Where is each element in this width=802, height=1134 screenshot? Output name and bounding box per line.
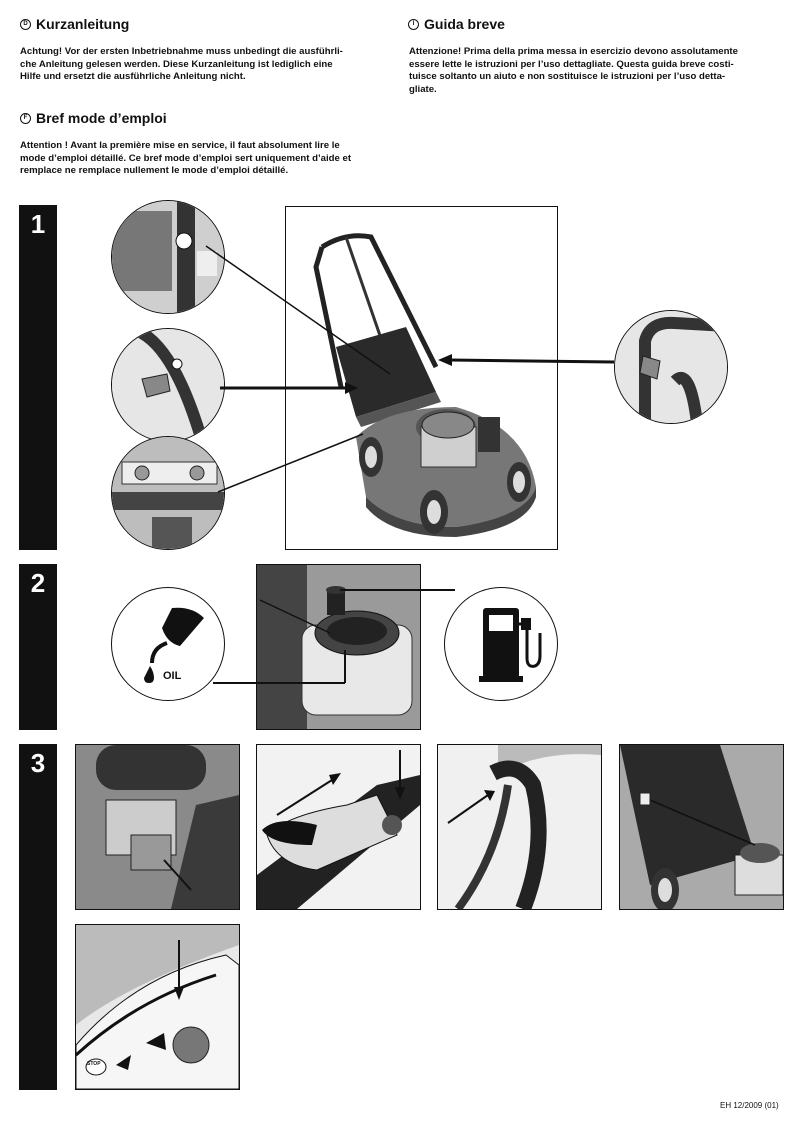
paragraph-fr: Attention ! Avant la première mise en se… <box>20 140 400 178</box>
engine-photo <box>256 564 421 730</box>
oil-drop-icon <box>144 666 154 683</box>
paragraph-line: Achtung! Vor der ersten Inbetriebnahme m… <box>20 46 343 57</box>
detail-cable-clip <box>111 200 225 314</box>
oil-can-icon <box>162 607 204 646</box>
step3-photo-mower-top <box>619 744 784 910</box>
step-number-1: 1 <box>30 209 46 239</box>
step-bar-3: 3 <box>19 744 57 1090</box>
step3-photo-throttle <box>75 744 240 910</box>
heading-it-text: Guida breve <box>424 16 505 32</box>
paragraph-line: remplace ne remplace nullement le mode d… <box>20 165 289 177</box>
step-number-3: 3 <box>30 748 46 778</box>
paragraph-line: essere lette le istruzioni per l’uso det… <box>409 58 734 70</box>
heading-it: I Guida breve <box>408 16 505 32</box>
detail-handle-knob <box>111 328 225 442</box>
step3-photo-throttle-closeup: STOP <box>75 924 240 1090</box>
paragraph-de: Achtung! Vor der ersten Inbetriebnahme m… <box>20 46 390 84</box>
fuel-pump-icon <box>479 608 542 682</box>
oil-label: OIL <box>163 670 182 682</box>
heading-de: D Kurzanleitung <box>20 16 129 32</box>
step-bar-1: 1 <box>19 205 57 550</box>
paragraph-line: tuisce soltanto un aiuto e non sostituis… <box>409 71 726 83</box>
paragraph-line: che Anleitung gelesen werden. Diese Kurz… <box>20 58 333 70</box>
lang-badge-de: D <box>20 18 31 30</box>
oil-circle: OIL <box>111 587 225 701</box>
lang-badge-it: I <box>408 18 419 30</box>
heading-de-text: Kurzanleitung <box>36 16 130 32</box>
paragraph-line: mode d’emploi détaillé. Ce bref mode d’e… <box>20 152 352 164</box>
detail-handle-knob-right <box>614 310 728 424</box>
heading-fr-text: Bref mode d’emploi <box>36 110 167 126</box>
detail-bag-mount <box>111 436 225 550</box>
paragraph-it: Attenzione! Prima della prima messa in e… <box>409 46 789 96</box>
footer-code: EH 12/2009 (01) <box>720 1101 779 1110</box>
lang-badge-fr: F <box>20 112 31 124</box>
step3-photo-lever-slide <box>256 744 421 910</box>
step3-photo-grip <box>437 744 602 910</box>
paragraph-line: gliate. <box>409 83 437 95</box>
lawnmower-photo <box>285 206 558 550</box>
fuel-circle <box>444 587 558 701</box>
paragraph-line: Attenzione! Prima della prima messa in e… <box>409 46 738 57</box>
paragraph-line: Attention ! Avant la première mise en se… <box>20 140 340 151</box>
step-number-2: 2 <box>30 568 46 598</box>
step-bar-2: 2 <box>19 564 57 730</box>
stop-label: STOP <box>87 1061 101 1067</box>
heading-fr: F Bref mode d’emploi <box>20 110 167 126</box>
paragraph-line: Hilfe und ersetzt die ausführliche Anlei… <box>20 71 246 83</box>
